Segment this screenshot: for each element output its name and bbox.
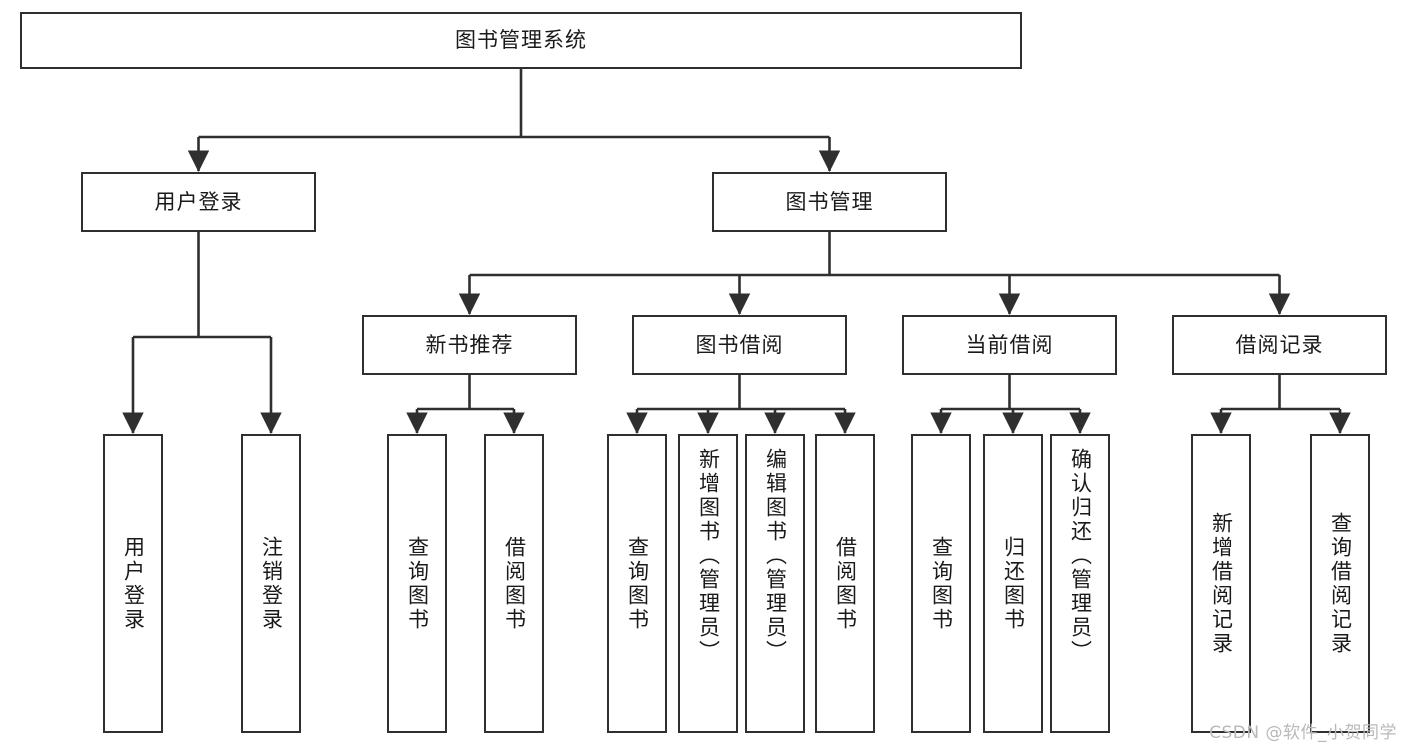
- node-leaf-edit-book[interactable]: 编辑图书（管理员）: [745, 434, 805, 733]
- node-user-login[interactable]: 用户登录: [81, 172, 316, 232]
- node-label-leaf-query-book-current: 查询图书: [929, 535, 954, 632]
- node-leaf-confirm-return[interactable]: 确认归还（管理员）: [1050, 434, 1110, 733]
- node-book-borrow[interactable]: 图书借阅: [632, 315, 847, 375]
- node-label-new-book-recommend: 新书推荐: [425, 332, 514, 357]
- node-label-leaf-add-book: 新增图书（管理员）: [696, 448, 721, 664]
- node-root[interactable]: 图书管理系统: [20, 12, 1022, 69]
- node-leaf-user-login[interactable]: 用户登录: [103, 434, 163, 733]
- node-label-current-borrow: 当前借阅: [965, 332, 1054, 357]
- node-label-leaf-edit-book: 编辑图书（管理员）: [763, 448, 788, 664]
- node-borrow-records[interactable]: 借阅记录: [1172, 315, 1387, 375]
- node-label-leaf-borrow-book: 借阅图书: [833, 535, 858, 632]
- node-label-leaf-user-logout: 注销登录: [259, 535, 284, 632]
- node-label-user-login: 用户登录: [154, 189, 243, 214]
- node-label-leaf-return-book: 归还图书: [1001, 535, 1026, 632]
- node-label-book-management: 图书管理: [785, 189, 874, 214]
- node-label-borrow-records: 借阅记录: [1235, 332, 1324, 357]
- node-label-leaf-confirm-return: 确认归还（管理员）: [1068, 448, 1093, 664]
- node-leaf-query-book-current[interactable]: 查询图书: [911, 434, 971, 733]
- node-leaf-borrow-book[interactable]: 借阅图书: [815, 434, 875, 733]
- node-label-book-borrow: 图书借阅: [695, 332, 784, 357]
- node-leaf-return-book[interactable]: 归还图书: [983, 434, 1043, 733]
- csdn-watermark: CSDN @软件_小贺同学: [1209, 723, 1397, 743]
- node-label-root: 图书管理系统: [455, 28, 587, 53]
- node-leaf-add-book[interactable]: 新增图书（管理员）: [678, 434, 738, 733]
- node-leaf-borrow-book-recommend[interactable]: 借阅图书: [484, 434, 544, 733]
- node-leaf-query-book-borrow[interactable]: 查询图书: [607, 434, 667, 733]
- node-label-leaf-query-book-borrow: 查询图书: [625, 535, 650, 632]
- node-label-leaf-query-book-recommend: 查询图书: [405, 535, 430, 632]
- node-current-borrow[interactable]: 当前借阅: [902, 315, 1117, 375]
- node-new-book-recommend[interactable]: 新书推荐: [362, 315, 577, 375]
- node-leaf-query-book-recommend[interactable]: 查询图书: [387, 434, 447, 733]
- node-leaf-query-borrow-record[interactable]: 查询借阅记录: [1310, 434, 1370, 733]
- node-label-leaf-query-borrow-record: 查询借阅记录: [1328, 511, 1353, 656]
- node-leaf-user-logout[interactable]: 注销登录: [241, 434, 301, 733]
- node-label-leaf-user-login: 用户登录: [121, 535, 146, 632]
- node-leaf-add-borrow-record[interactable]: 新增借阅记录: [1191, 434, 1251, 733]
- node-label-leaf-add-borrow-record: 新增借阅记录: [1209, 511, 1234, 656]
- node-book-management[interactable]: 图书管理: [712, 172, 947, 232]
- node-label-leaf-borrow-book-recommend: 借阅图书: [502, 535, 527, 632]
